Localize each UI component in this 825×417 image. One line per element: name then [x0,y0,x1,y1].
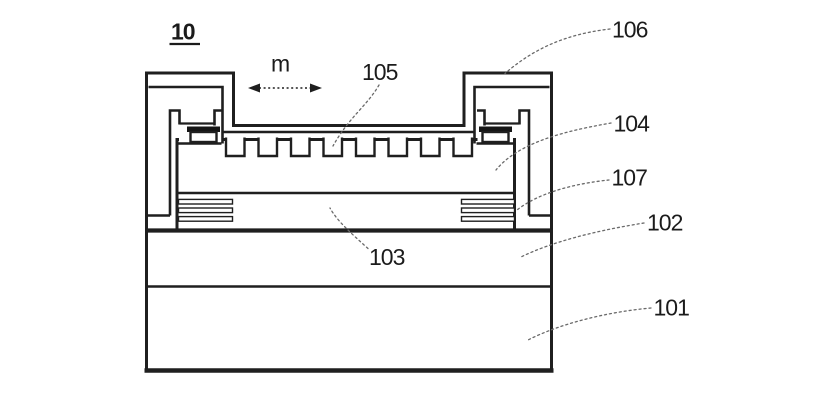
leader-101 [526,307,652,342]
anchor-notch-left [213,109,222,126]
anchor-post-left [168,109,181,216]
substrate-stack-outline [145,229,553,372]
leader-102 [519,222,645,259]
label-101: 101 [654,295,690,321]
motion-arrow-label: m [271,51,289,77]
contact-bar-left [187,126,220,132]
label-105: 105 [362,59,398,85]
label-102: 102 [647,210,683,236]
hatch-stripe [460,215,516,222]
hatch-stripe [460,207,516,214]
hatch-region-107-right [460,198,516,222]
figure-number-label: 10 [171,19,195,45]
motion-arrow-left-head [248,83,260,93]
hatch-stripe [177,198,234,205]
contact-bar-right [479,126,512,132]
hatch-region-107-left [177,198,234,222]
anchor-left [146,109,222,217]
leader-104 [495,122,612,171]
leader-106 [504,28,611,75]
leader-105 [332,84,380,147]
anchor-notch-right [477,109,486,126]
hatch-stripe [177,207,234,214]
motion-arrow: m [248,51,322,93]
label-103: 103 [369,244,405,270]
device-layers [145,136,553,372]
leader-103 [329,207,369,250]
reference-labels: 10 105 106 104 107 102 103 101 [169,17,690,321]
motion-arrow-right-head [310,83,322,93]
hatch-stripe [177,215,234,222]
pedestal-right [481,130,510,144]
label-104: 104 [614,111,651,137]
label-107: 107 [612,165,648,191]
pedestal-left [189,130,218,144]
electrode-outer-contour [145,71,553,232]
anchor-post-right [518,109,531,216]
leader-lines [329,28,652,342]
hatch-stripe [460,198,516,205]
leader-107 [516,179,610,211]
electrode-inner-contour [148,85,550,144]
grating-105 [224,137,474,158]
label-106: 106 [612,17,648,43]
anchor-right [477,109,552,217]
